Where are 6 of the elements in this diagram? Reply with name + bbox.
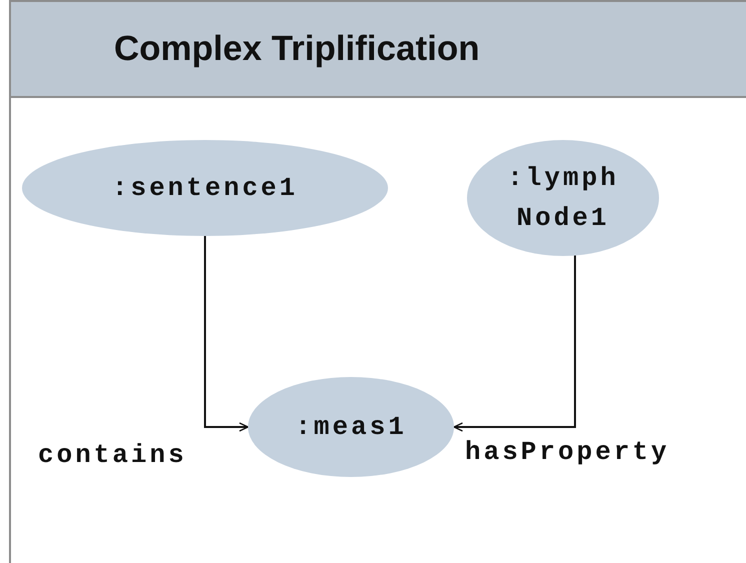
node-label: :sentence1 xyxy=(112,172,298,205)
arrow xyxy=(453,256,576,432)
node-label: :meas1 xyxy=(295,410,407,444)
title: Complex Triplification xyxy=(114,29,480,69)
node-label: :lymph Node1 xyxy=(506,162,620,235)
arrow xyxy=(204,236,249,432)
